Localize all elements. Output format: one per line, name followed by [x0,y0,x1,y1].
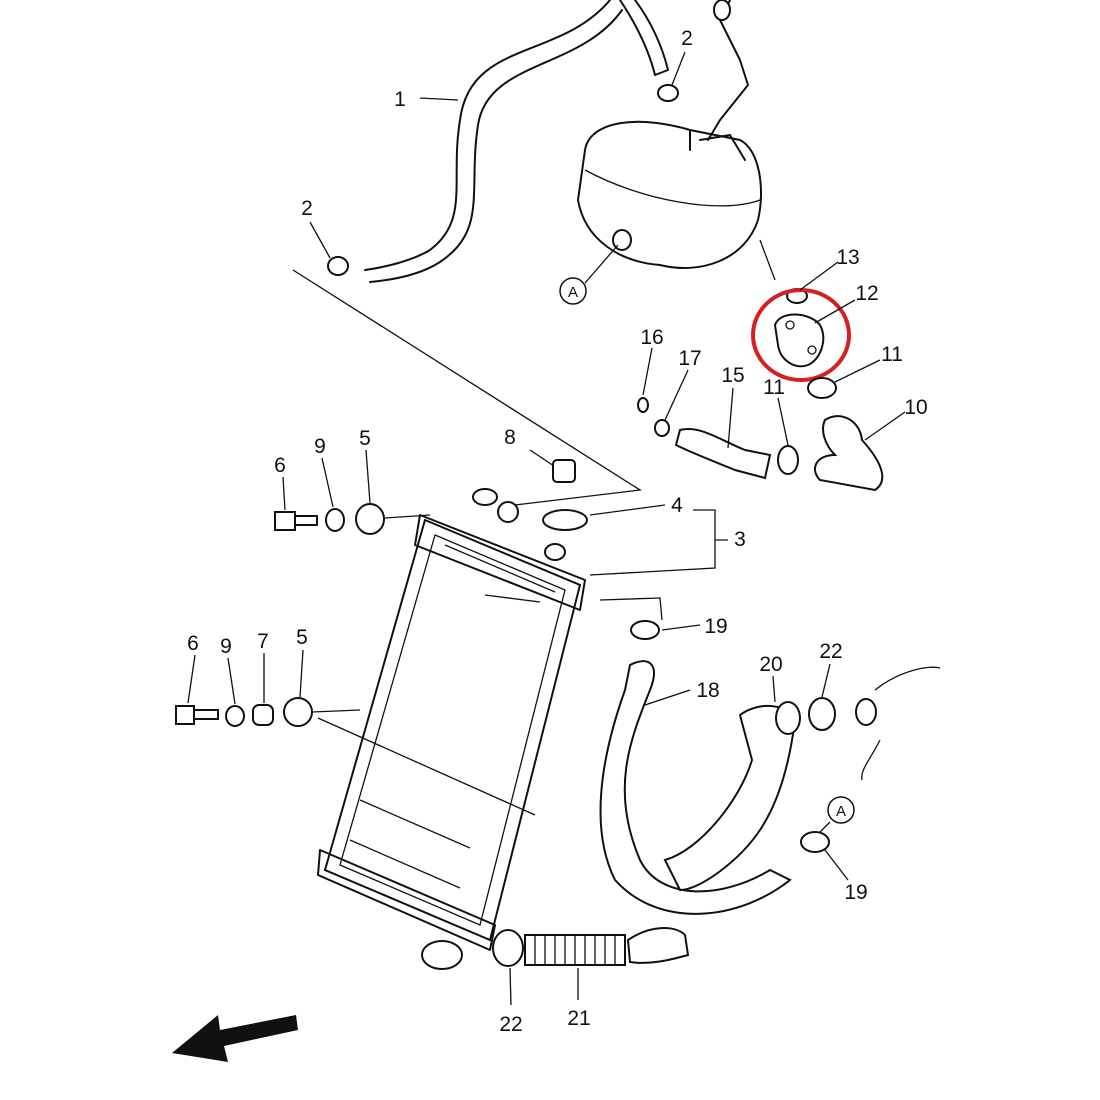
hose-18 [599,660,792,915]
clamp-11-lower [777,445,799,475]
grommet-5-upper [355,503,385,535]
callout-a: A [568,284,578,301]
clamp-22-lower [492,929,524,967]
hose-20 [663,704,797,892]
part-8 [552,459,576,483]
callout-10: 10 [904,396,927,419]
callout-6: 6 [187,632,199,655]
reservoir-tank [576,120,762,269]
callout-6: 6 [274,454,286,477]
callout-11: 11 [763,376,785,399]
callout-a: A [836,803,846,820]
hose-1 [364,0,611,271]
callout-12: 12 [855,282,878,305]
callout-21: 21 [567,1007,590,1030]
reference-a-bottom [827,796,855,824]
callout-17: 17 [678,347,701,370]
clamp-19-lower [800,831,830,853]
bolt-6-upper [274,511,296,531]
callout-22: 22 [499,1013,522,1036]
callout-2: 2 [301,197,313,220]
callout-1: 1 [394,88,406,111]
radiator [323,518,582,942]
callout-18: 18 [696,679,719,702]
front-direction-arrow-icon [172,1015,298,1062]
callout-20: 20 [759,653,782,676]
washer-9-lower [225,705,245,727]
callout-5: 5 [359,427,371,450]
clamp-22-upper [808,697,836,731]
radiator-cap-4 [542,509,588,531]
clamp-2-top [657,84,679,102]
clamp-19-upper [630,620,660,640]
callout-19: 19 [844,881,867,904]
grommet-5-lower [283,697,313,727]
hose-15 [674,428,772,480]
callout-4: 4 [671,494,683,517]
callout-11: 11 [881,343,903,366]
callout-2: 2 [681,27,693,50]
callout-9: 9 [314,435,326,458]
callout-15: 15 [721,364,744,387]
hose-10 [814,415,884,492]
collar-7 [252,704,274,726]
callout-13: 13 [836,246,859,269]
callout-16: 16 [640,326,663,349]
callout-22: 22 [819,640,842,663]
part-17 [654,419,670,437]
part-16 [637,397,649,413]
reference-a-top [559,277,587,305]
callout-7: 7 [257,630,269,653]
callout-9: 9 [220,635,232,658]
bolt-6-lower [175,705,195,725]
callout-5: 5 [296,626,308,649]
callout-8: 8 [504,426,516,449]
callout-3: 3 [734,528,746,551]
callout-19: 19 [704,615,727,638]
washer-9-upper [325,508,345,532]
clamp-2-left [327,256,349,276]
clamp-11-upper [807,377,837,399]
